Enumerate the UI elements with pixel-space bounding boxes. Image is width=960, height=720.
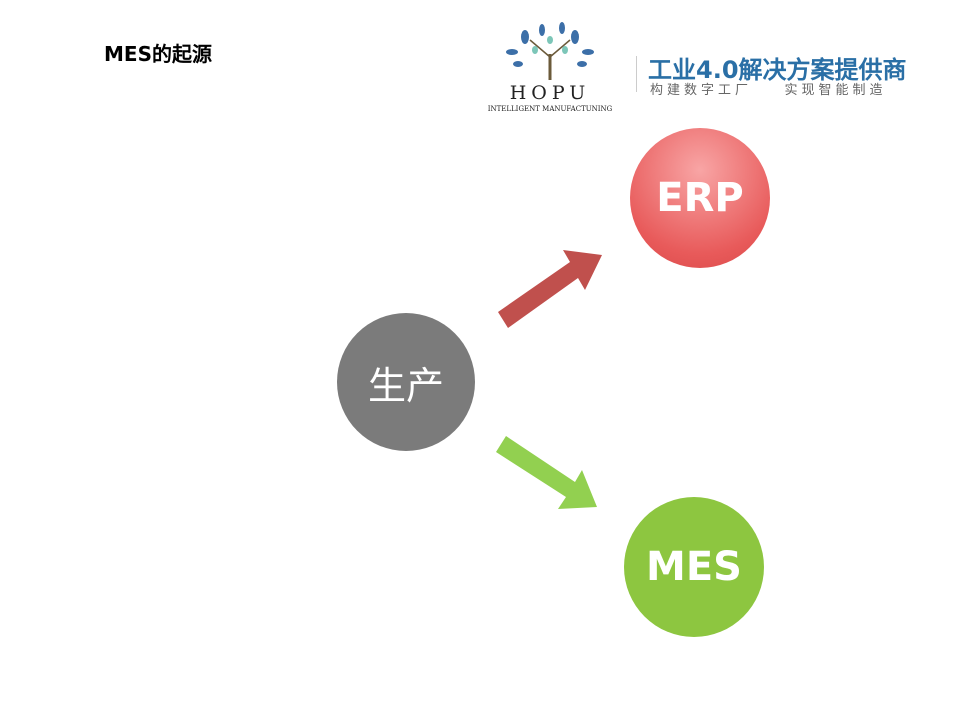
slide-title: MES的起源 bbox=[104, 42, 212, 66]
logo-subtitle: INTELLIGENT MANUFACTUNING bbox=[487, 105, 613, 113]
mes-node: MES bbox=[624, 497, 764, 637]
logo-name: HOPU bbox=[509, 82, 591, 104]
hopu-logo: HOPU INTELLIGENT MANUFACTUNING bbox=[470, 22, 630, 117]
slogan-sub: 构建数字工厂 实现智能制造 bbox=[650, 83, 887, 98]
erp-node: ERP bbox=[630, 128, 770, 268]
arrow-to-erp bbox=[498, 250, 602, 328]
production-node: 生产 bbox=[337, 313, 475, 451]
slogan: 工业4.0解决方案提供商 bbox=[648, 56, 907, 84]
arrow-to-mes bbox=[496, 436, 597, 509]
tree-icon bbox=[506, 22, 594, 80]
header-divider bbox=[636, 56, 637, 92]
